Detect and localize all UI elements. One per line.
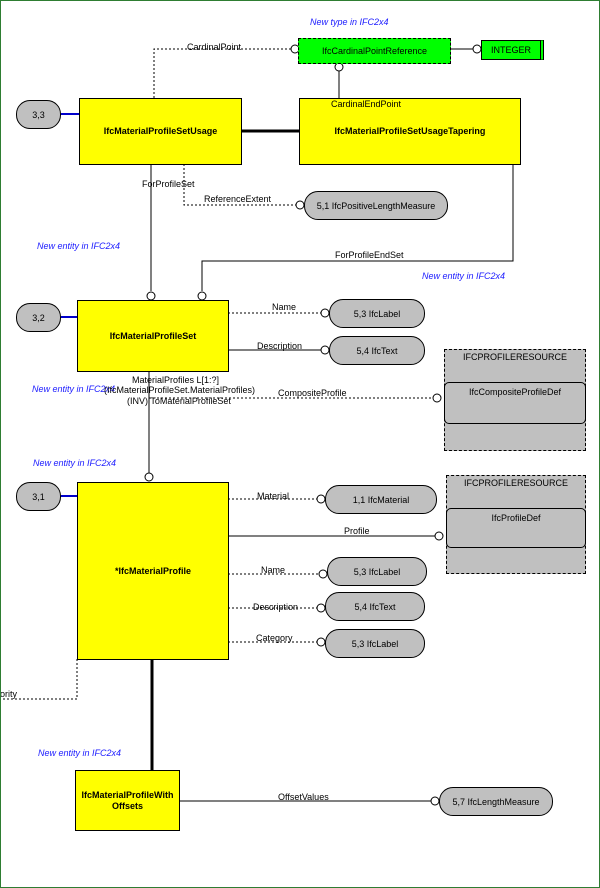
note-new-entity-offsets: New entity in IFC2x4 bbox=[38, 748, 122, 758]
for-profile-set-end bbox=[146, 291, 156, 301]
cardinal-point-line bbox=[153, 48, 291, 98]
entity-profile-def[interactable]: IfcProfileDef bbox=[446, 508, 586, 548]
label-profile: Profile bbox=[344, 526, 370, 536]
type-set-description-text[interactable]: 5,4 IfcText bbox=[329, 336, 425, 365]
reference-extent-end bbox=[295, 200, 305, 210]
page-ref-profile[interactable]: 3,1 bbox=[16, 482, 61, 511]
label-offset-values: OffsetValues bbox=[278, 792, 329, 802]
label-for-profile-end-set: ForProfileEndSet bbox=[335, 250, 404, 260]
label-material: Material bbox=[257, 491, 290, 501]
label-reference-extent: ReferenceExtent bbox=[204, 194, 272, 204]
entity-material-profile-with-offsets[interactable]: IfcMaterialProfileWith Offsets bbox=[75, 770, 180, 831]
note-new-entity-tapering: New entity in IFC2x4 bbox=[422, 271, 506, 281]
label-for-profile-set: ForProfileSet bbox=[142, 179, 195, 189]
integer-type[interactable]: INTEGER bbox=[481, 40, 544, 60]
for-profile-end-set-end bbox=[197, 291, 207, 301]
label-material-profiles-3: (INV) ToMaterialProfileSet bbox=[127, 396, 231, 406]
profile-name-end bbox=[318, 569, 328, 579]
type-profile-name-label[interactable]: 5,3 IfcLabel bbox=[327, 557, 427, 586]
entity-material-profile[interactable]: *IfcMaterialProfile bbox=[77, 482, 229, 660]
note-new-entity-profile: New entity in IFC2x4 bbox=[33, 458, 117, 468]
label-profile-description: Description bbox=[253, 602, 299, 612]
schema-title: IFCPROFILERESOURCE bbox=[463, 478, 568, 488]
type-length-measure[interactable]: 5,7 IfcLengthMeasure bbox=[439, 787, 553, 816]
type-positive-length-measure[interactable]: 5,1 IfcPositiveLengthMeasure bbox=[304, 191, 448, 220]
entity-material-profile-set-usage-tapering[interactable]: IfcMaterialProfileSetUsageTapering bbox=[299, 98, 521, 165]
label-set-name: Name bbox=[272, 302, 297, 312]
cardinal-end-point-end bbox=[334, 62, 344, 72]
label-category: Category bbox=[256, 633, 293, 643]
page-ref-usage[interactable]: 3,3 bbox=[16, 100, 61, 129]
type-category-label[interactable]: 5,3 IfcLabel bbox=[325, 629, 425, 658]
composite-profile-end bbox=[432, 393, 442, 403]
entity-composite-profile-def[interactable]: IfcCompositeProfileDef bbox=[444, 382, 586, 424]
set-name-end bbox=[320, 308, 330, 318]
label-material-profiles-1: MaterialProfiles L[1:?] bbox=[132, 375, 220, 385]
entity-material-profile-set-usage[interactable]: IfcMaterialProfileSetUsage bbox=[79, 98, 242, 165]
label-cardinal-end-point: CardinalEndPoint bbox=[331, 99, 402, 109]
profile-description-end bbox=[316, 603, 326, 613]
label-set-description: Description bbox=[257, 341, 303, 351]
schema-profile-resource-profile-def: IFCPROFILERESOURCE IfcProfileDef bbox=[446, 475, 586, 574]
integer-end bbox=[472, 44, 482, 54]
label-material-profiles-2: (IfcMaterialProfileSet.MaterialProfiles) bbox=[104, 385, 256, 395]
reference-extent-line bbox=[183, 164, 296, 206]
material-profiles-end bbox=[144, 472, 154, 482]
note-new-type: New type in IFC2x4 bbox=[310, 17, 389, 27]
label-cardinal-point: CardinalPoint bbox=[187, 42, 242, 52]
material-end bbox=[316, 494, 326, 504]
label-profile-name: Name bbox=[261, 565, 286, 575]
schema-title: IFCPROFILERESOURCE bbox=[462, 352, 567, 362]
label-composite-profile: CompositeProfile bbox=[278, 388, 347, 398]
cardinal-point-reference-type[interactable]: IfcCardinalPointReference bbox=[298, 38, 451, 64]
set-description-end bbox=[320, 345, 330, 355]
note-new-entity-usage: New entity in IFC2x4 bbox=[37, 241, 121, 251]
offset-values-end bbox=[430, 796, 440, 806]
priority-line bbox=[1, 659, 78, 700]
type-material[interactable]: 1,1 IfcMaterial bbox=[325, 485, 437, 514]
entity-material-profile-set[interactable]: IfcMaterialProfileSet bbox=[77, 300, 229, 372]
schema-profile-resource-composite: IFCPROFILERESOURCE IfcCompositeProfileDe… bbox=[444, 349, 586, 451]
profile-end bbox=[434, 531, 444, 541]
type-set-name-label[interactable]: 5,3 IfcLabel bbox=[329, 299, 425, 328]
note-new-entity-set: New entity in IFC2x4 bbox=[32, 384, 116, 394]
label-priority: ority bbox=[0, 689, 18, 699]
for-profile-end-set-line bbox=[201, 164, 514, 291]
category-end bbox=[316, 637, 326, 647]
page-ref-set[interactable]: 3,2 bbox=[16, 303, 61, 332]
type-profile-description-text[interactable]: 5,4 IfcText bbox=[325, 592, 425, 621]
